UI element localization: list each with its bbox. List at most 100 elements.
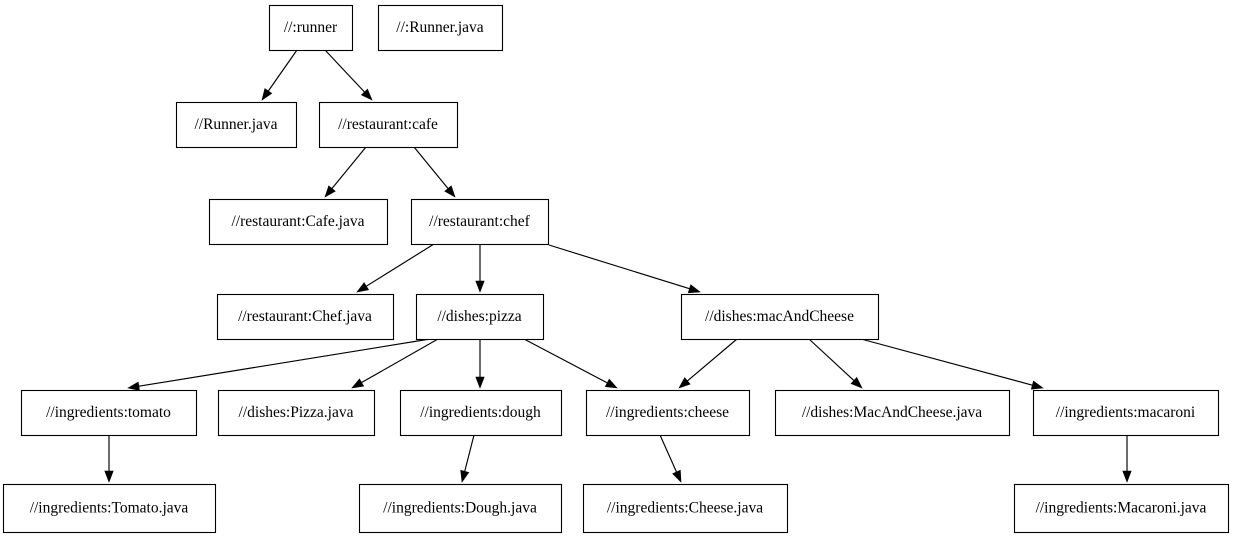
edge-restaurant_chef-to-restaurant_chef_java xyxy=(356,243,435,293)
node-label: //ingredients:Tomato.java xyxy=(30,500,189,517)
arrowhead-icon xyxy=(850,376,863,389)
edge-restaurant_chef-to-dishes_pizza xyxy=(475,244,485,293)
node-ing_cheese_java[interactable]: //ingredients:Cheese.java xyxy=(582,483,789,534)
edge-line xyxy=(659,434,678,473)
edge-dishes_macandcheese-to-ing_macaroni xyxy=(860,338,1044,390)
arrowhead-icon xyxy=(1122,470,1132,483)
arrowhead-icon xyxy=(261,88,273,101)
arrowhead-icon xyxy=(678,377,691,389)
node-ing_cheese[interactable]: //ingredients:cheese xyxy=(585,389,751,437)
node-label: //Runner.java xyxy=(194,116,277,133)
arrowhead-icon xyxy=(356,282,370,293)
edge-restaurant_cafe-to-restaurant_chef xyxy=(413,146,456,198)
edge-ing_tomato-to-ing_tomato_java xyxy=(104,435,114,483)
nodes-layer: //:runner //:Runner.java //Runner.java //re… xyxy=(2,4,1230,534)
arrowhead-icon xyxy=(104,470,114,483)
node-rect[interactable] xyxy=(585,389,751,437)
node-dishes_pizza_java[interactable]: //dishes:Pizza.java xyxy=(217,389,376,437)
node-ing_dough_java[interactable]: //ingredients:Dough.java xyxy=(358,483,563,534)
node-rect[interactable] xyxy=(410,198,550,246)
arrowhead-icon xyxy=(360,88,373,101)
node-rect[interactable] xyxy=(358,483,563,534)
node-runner_java[interactable]: //Runner.java xyxy=(175,101,298,149)
node-ing_tomato[interactable]: //ingredients:tomato xyxy=(20,389,198,437)
node-label: //dishes:macAndCheese xyxy=(705,308,854,325)
arrowhead-icon xyxy=(460,469,470,483)
node-label: //:Runner.java xyxy=(396,19,484,36)
edge-line xyxy=(413,146,449,189)
node-ing_dough[interactable]: //ingredients:dough xyxy=(399,389,563,437)
edge-line xyxy=(331,146,367,189)
edge-runner-to-runner_java xyxy=(261,49,298,101)
node-rect[interactable] xyxy=(318,101,459,149)
arrowhead-icon xyxy=(127,381,140,391)
arrowhead-icon xyxy=(604,378,618,389)
node-restaurant_chef_java[interactable]: //restaurant:Chef.java xyxy=(216,293,395,341)
node-dishes_macandcheese[interactable]: //dishes:macAndCheese xyxy=(680,293,880,341)
node-ing_macaroni[interactable]: //ingredients:macaroni xyxy=(1032,389,1220,437)
node-rect[interactable] xyxy=(1032,389,1220,437)
node-ing_macaroni_java[interactable]: //ingredients:Macaroni.java xyxy=(1013,483,1230,534)
node-rect[interactable] xyxy=(582,483,789,534)
node-rect[interactable] xyxy=(680,293,880,341)
node-rect[interactable] xyxy=(2,483,217,534)
edge-line xyxy=(138,338,431,387)
edge-restaurant_chef-to-dishes_macandcheese xyxy=(548,244,701,294)
node-rect[interactable] xyxy=(774,389,1011,437)
node-label: //restaurant:Cafe.java xyxy=(232,213,365,230)
node-rect[interactable] xyxy=(216,293,395,341)
edge-line xyxy=(366,243,435,287)
arrowhead-icon xyxy=(687,284,701,294)
node-label: //dishes:pizza xyxy=(437,308,521,325)
node-label: //dishes:MacAndCheese.java xyxy=(802,404,982,421)
node-label: //:runner xyxy=(284,19,338,36)
node-runner[interactable]: //:runner xyxy=(268,4,354,52)
edge-line xyxy=(267,49,298,92)
node-rect[interactable] xyxy=(208,198,389,246)
arrowhead-icon xyxy=(351,378,365,389)
edge-line xyxy=(687,338,738,382)
node-rect[interactable] xyxy=(175,101,298,149)
node-label: //ingredients:cheese xyxy=(606,404,729,421)
edge-line xyxy=(361,338,439,384)
edge-dishes_pizza-to-dishes_pizza_java xyxy=(351,338,439,389)
node-rect[interactable] xyxy=(1013,483,1230,534)
edge-ing_cheese-to-ing_cheese_java xyxy=(659,434,682,483)
edges-layer xyxy=(104,49,1132,483)
edge-line xyxy=(548,244,690,290)
edge-line xyxy=(464,434,475,472)
node-rect[interactable] xyxy=(415,293,545,341)
edge-runner-to-restaurant_cafe xyxy=(324,49,373,101)
node-restaurant_cafe[interactable]: //restaurant:cafe xyxy=(318,101,459,149)
node-label: //ingredients:Dough.java xyxy=(383,500,537,517)
edge-dishes_pizza-to-ing_tomato xyxy=(127,338,431,391)
edge-dishes_pizza-to-ing_dough xyxy=(475,339,485,389)
node-label: //ingredients:Cheese.java xyxy=(607,500,763,517)
node-rect[interactable] xyxy=(20,389,198,437)
edge-line xyxy=(523,338,608,384)
node-label: //restaurant:Chef.java xyxy=(238,308,372,325)
arrowhead-icon xyxy=(475,280,485,293)
node-label: //ingredients:tomato xyxy=(46,404,171,421)
node-label: //restaurant:cafe xyxy=(338,116,438,133)
node-restaurant_cafe_java[interactable]: //restaurant:Cafe.java xyxy=(208,198,389,246)
arrowhead-icon xyxy=(1030,380,1044,390)
node-root_runner_java[interactable]: //:Runner.java xyxy=(377,4,504,52)
arrowhead-icon xyxy=(672,469,682,483)
node-label: //ingredients:macaroni xyxy=(1056,404,1196,421)
arrowhead-icon xyxy=(444,185,456,198)
node-restaurant_chef[interactable]: //restaurant:chef xyxy=(410,198,550,246)
edge-line xyxy=(808,338,855,381)
node-label: //ingredients:dough xyxy=(420,404,541,421)
node-dishes_pizza[interactable]: //dishes:pizza xyxy=(415,293,545,341)
node-rect[interactable] xyxy=(217,389,376,437)
node-rect[interactable] xyxy=(377,4,504,52)
node-rect[interactable] xyxy=(268,4,354,52)
edge-line xyxy=(324,49,365,93)
node-ing_tomato_java[interactable]: //ingredients:Tomato.java xyxy=(2,483,217,534)
node-rect[interactable] xyxy=(399,389,563,437)
node-label: //dishes:Pizza.java xyxy=(239,404,354,421)
node-dishes_macandcheese_java[interactable]: //dishes:MacAndCheese.java xyxy=(774,389,1011,437)
